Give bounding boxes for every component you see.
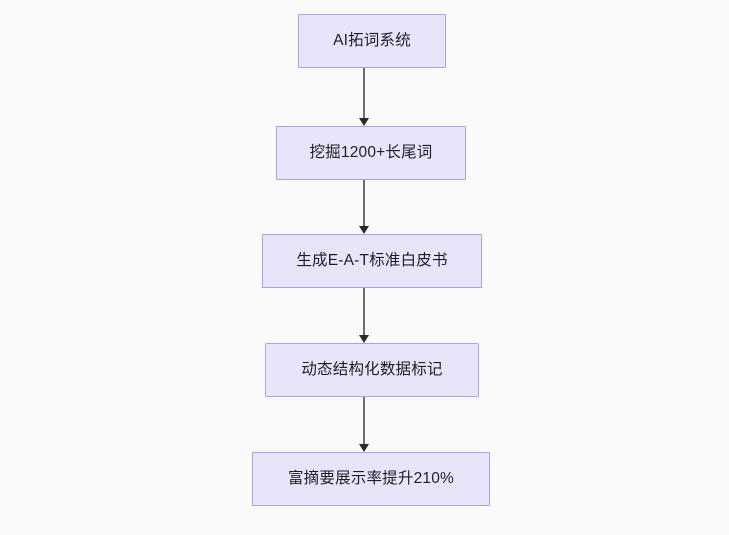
connector-line <box>363 68 365 119</box>
flow-node-label: 生成E-A-T标准白皮书 <box>296 251 448 269</box>
flow-node-dynamic-structured-data-markup[interactable]: 动态结构化数据标记 <box>265 343 479 397</box>
connector-node1-node2 <box>356 68 372 126</box>
flow-node-label: 挖掘1200+长尾词 <box>309 143 433 161</box>
connector-line <box>363 288 365 336</box>
flow-node-label: AI拓词系统 <box>333 31 411 49</box>
connector-node3-node4 <box>356 288 372 343</box>
flow-node-label: 富摘要展示率提升210% <box>287 469 455 487</box>
arrowhead-icon <box>359 444 369 452</box>
arrowhead-icon <box>359 118 369 126</box>
connector-node4-node5 <box>356 397 372 452</box>
flow-node-generate-eat-whitepaper[interactable]: 生成E-A-T标准白皮书 <box>262 234 482 288</box>
connector-node2-node3 <box>356 180 372 234</box>
arrowhead-icon <box>359 335 369 343</box>
connector-line <box>363 180 365 227</box>
flow-node-ai-keyword-system[interactable]: AI拓词系统 <box>298 14 446 68</box>
flow-node-mine-longtail-keywords[interactable]: 挖掘1200+长尾词 <box>276 126 466 180</box>
flow-node-rich-snippet-impression-lift[interactable]: 富摘要展示率提升210% <box>252 452 490 506</box>
arrowhead-icon <box>359 226 369 234</box>
flow-node-label: 动态结构化数据标记 <box>301 360 443 378</box>
connector-line <box>363 397 365 445</box>
